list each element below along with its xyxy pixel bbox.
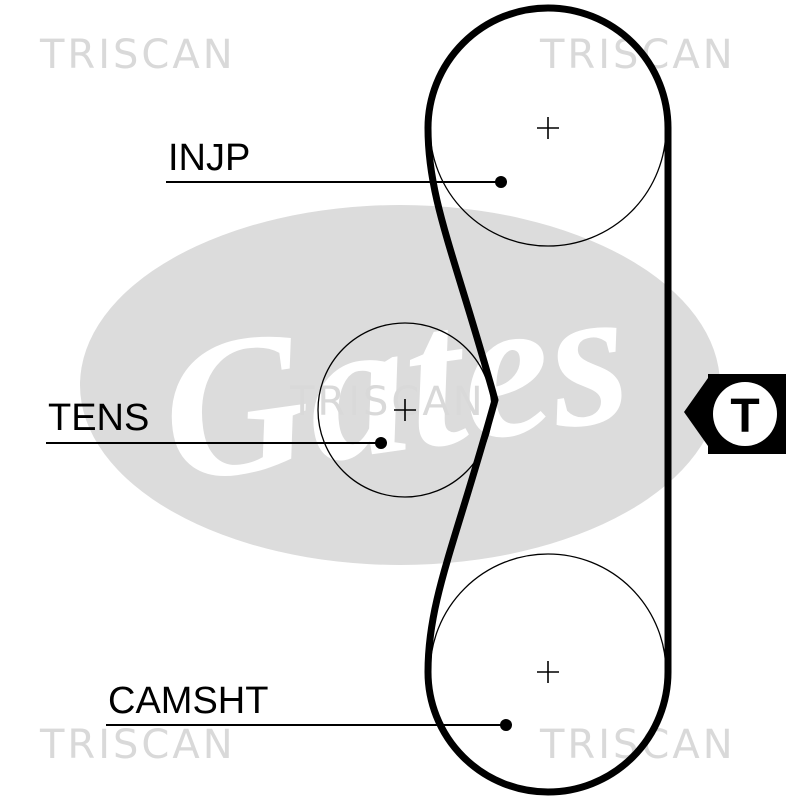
camsht-center-cross xyxy=(537,661,559,683)
watermark-bottom-right: TRISCAN xyxy=(539,722,736,768)
label-camsht: CAMSHT xyxy=(108,680,268,722)
label-tens: TENS xyxy=(48,397,149,439)
belt-marker-circle xyxy=(713,382,777,446)
leader-tens-dot xyxy=(375,437,387,449)
gates-logo-oval xyxy=(80,205,720,565)
gates-logo-watermark: Gates xyxy=(80,205,720,565)
timing-belt xyxy=(424,4,672,796)
tens-center-cross xyxy=(394,399,416,421)
injp-center-cross xyxy=(537,117,559,139)
leader-injp-dot xyxy=(495,176,507,188)
belt-marker-arrow xyxy=(684,378,708,446)
watermark-top-left: TRISCAN xyxy=(39,32,236,78)
watermark-bottom-left: TRISCAN xyxy=(39,722,236,768)
label-injp: INJP xyxy=(168,137,250,179)
watermark-top-right: TRISCAN xyxy=(539,32,736,78)
belt-marker: T xyxy=(684,374,786,454)
leader-camsht-dot xyxy=(500,719,512,731)
belt-marker-letter: T xyxy=(730,390,759,443)
